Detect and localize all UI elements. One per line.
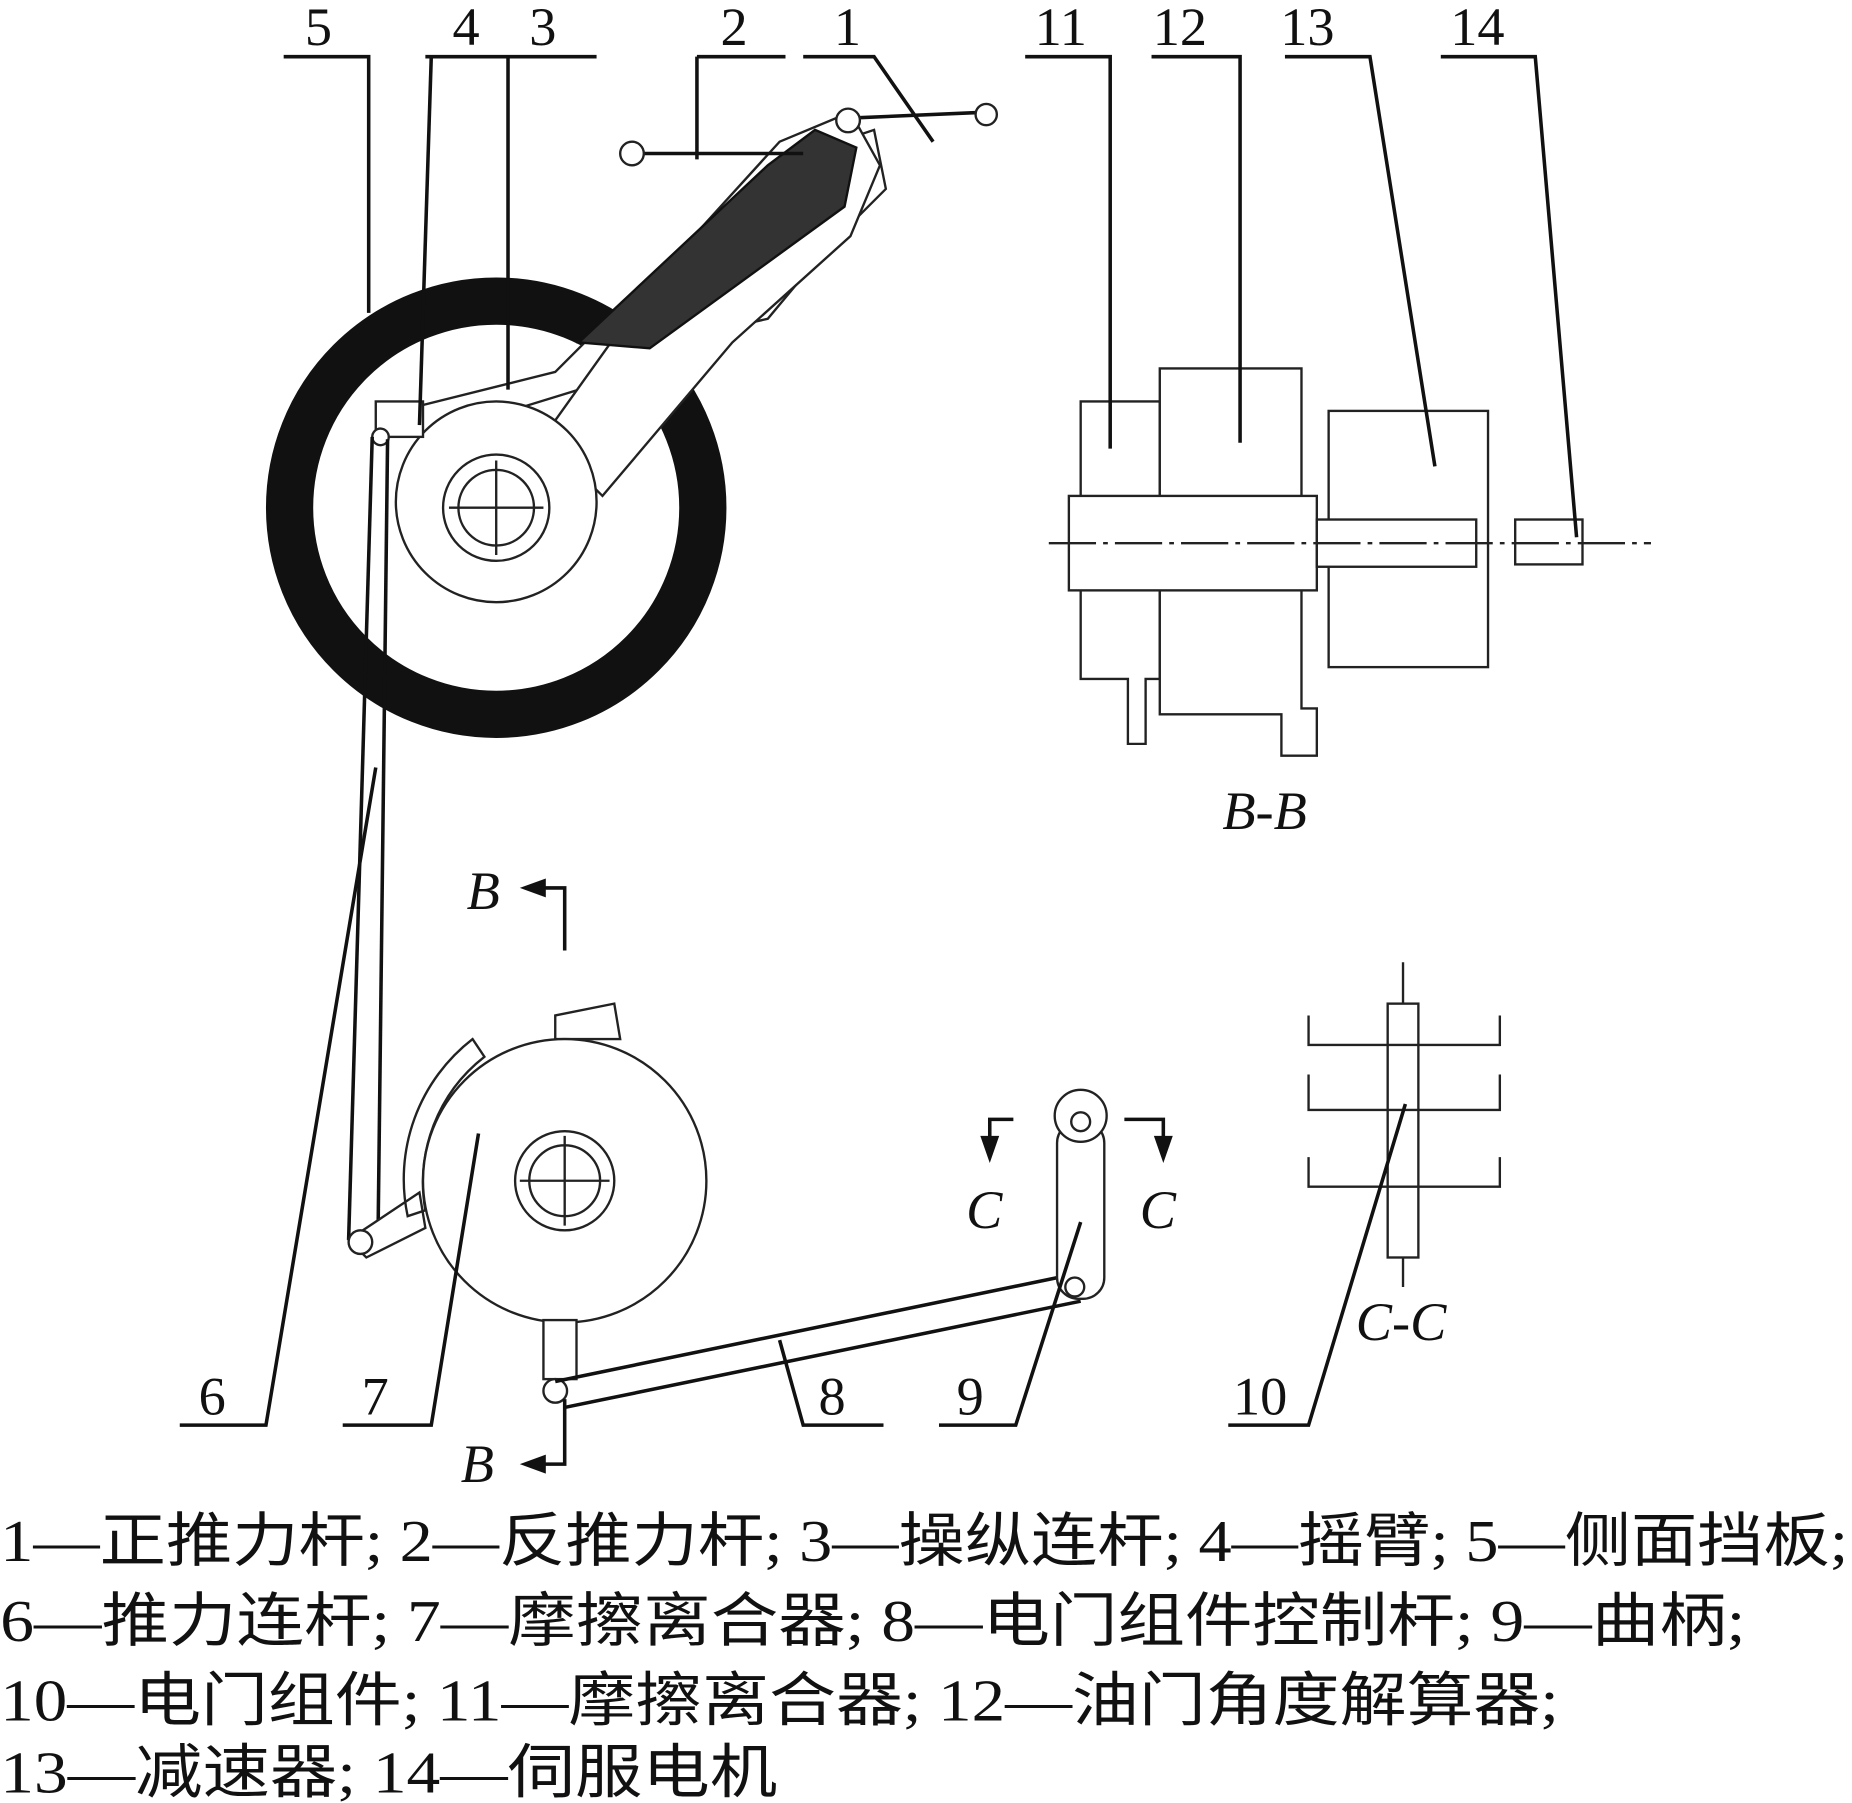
label-b-bottom: B: [461, 1434, 494, 1494]
callout-10: 10: [1233, 1367, 1287, 1427]
caption-line-4: 13—减速器; 14—伺服电机: [0, 1739, 777, 1803]
label-c-left: C: [966, 1180, 1003, 1240]
callout-9: 9: [957, 1367, 984, 1427]
callout-2: 2: [721, 0, 748, 57]
label-cc: C-C: [1356, 1292, 1447, 1352]
friction-clutch-7: [402, 1002, 708, 1404]
section-b-markers: B B: [461, 861, 567, 1494]
callout-3: 3: [529, 0, 556, 57]
servo-motor-14: [1514, 518, 1584, 566]
clutch-tab: [554, 1002, 622, 1041]
callout-5: 5: [305, 0, 332, 57]
pivot: [835, 107, 862, 134]
caption-line-2: 6—推力连杆; 7—摩擦离合器; 8—电门组件控制杆; 9—曲柄;: [0, 1588, 1745, 1654]
forward-thrust-lever: [850, 110, 987, 120]
side-panel-ring: [265, 277, 727, 738]
callout-14: 14: [1450, 0, 1504, 57]
label-b-top: B: [467, 861, 500, 921]
caption-line-3: 10—电门组件; 11—摩擦离合器; 12—油门角度解算器;: [0, 1667, 1559, 1733]
pivot: [619, 140, 645, 167]
switch-control-rod-8: [554, 1273, 1082, 1410]
label-bb: B-B: [1222, 781, 1306, 841]
caption: 1—正推力杆; 2—反推力杆; 3—操纵连杆; 4—摇臂; 5—侧面挡板; 6—…: [0, 1508, 1848, 1803]
label-c-right: C: [1140, 1180, 1177, 1240]
thrust-lever-assembly: [265, 102, 999, 738]
callout-12: 12: [1153, 0, 1207, 57]
callout-6: 6: [199, 1367, 226, 1427]
callout-13: 13: [1280, 0, 1334, 57]
thrust-lever-1: [576, 128, 858, 350]
section-c-markers: C C: [966, 1117, 1177, 1240]
crank-9: [1053, 1088, 1108, 1301]
section-cc-view: C-C: [1307, 962, 1502, 1352]
callout-8: 8: [819, 1367, 846, 1427]
callout-1: 1: [834, 0, 861, 57]
section-bb-view: B-B: [1048, 367, 1651, 841]
caption-line-1: 1—正推力杆; 2—反推力杆; 3—操纵连杆; 4—摇臂; 5—侧面挡板;: [0, 1508, 1848, 1574]
callout-11: 11: [1035, 0, 1087, 57]
callout-numbers: 5 4 3 2 1 11 12 13 14 6 7 8 9 10: [199, 0, 1505, 1427]
callout-7: 7: [362, 1367, 389, 1427]
leader-lines: [179, 54, 1579, 1427]
pivot: [974, 102, 999, 127]
callout-4: 4: [453, 0, 480, 57]
